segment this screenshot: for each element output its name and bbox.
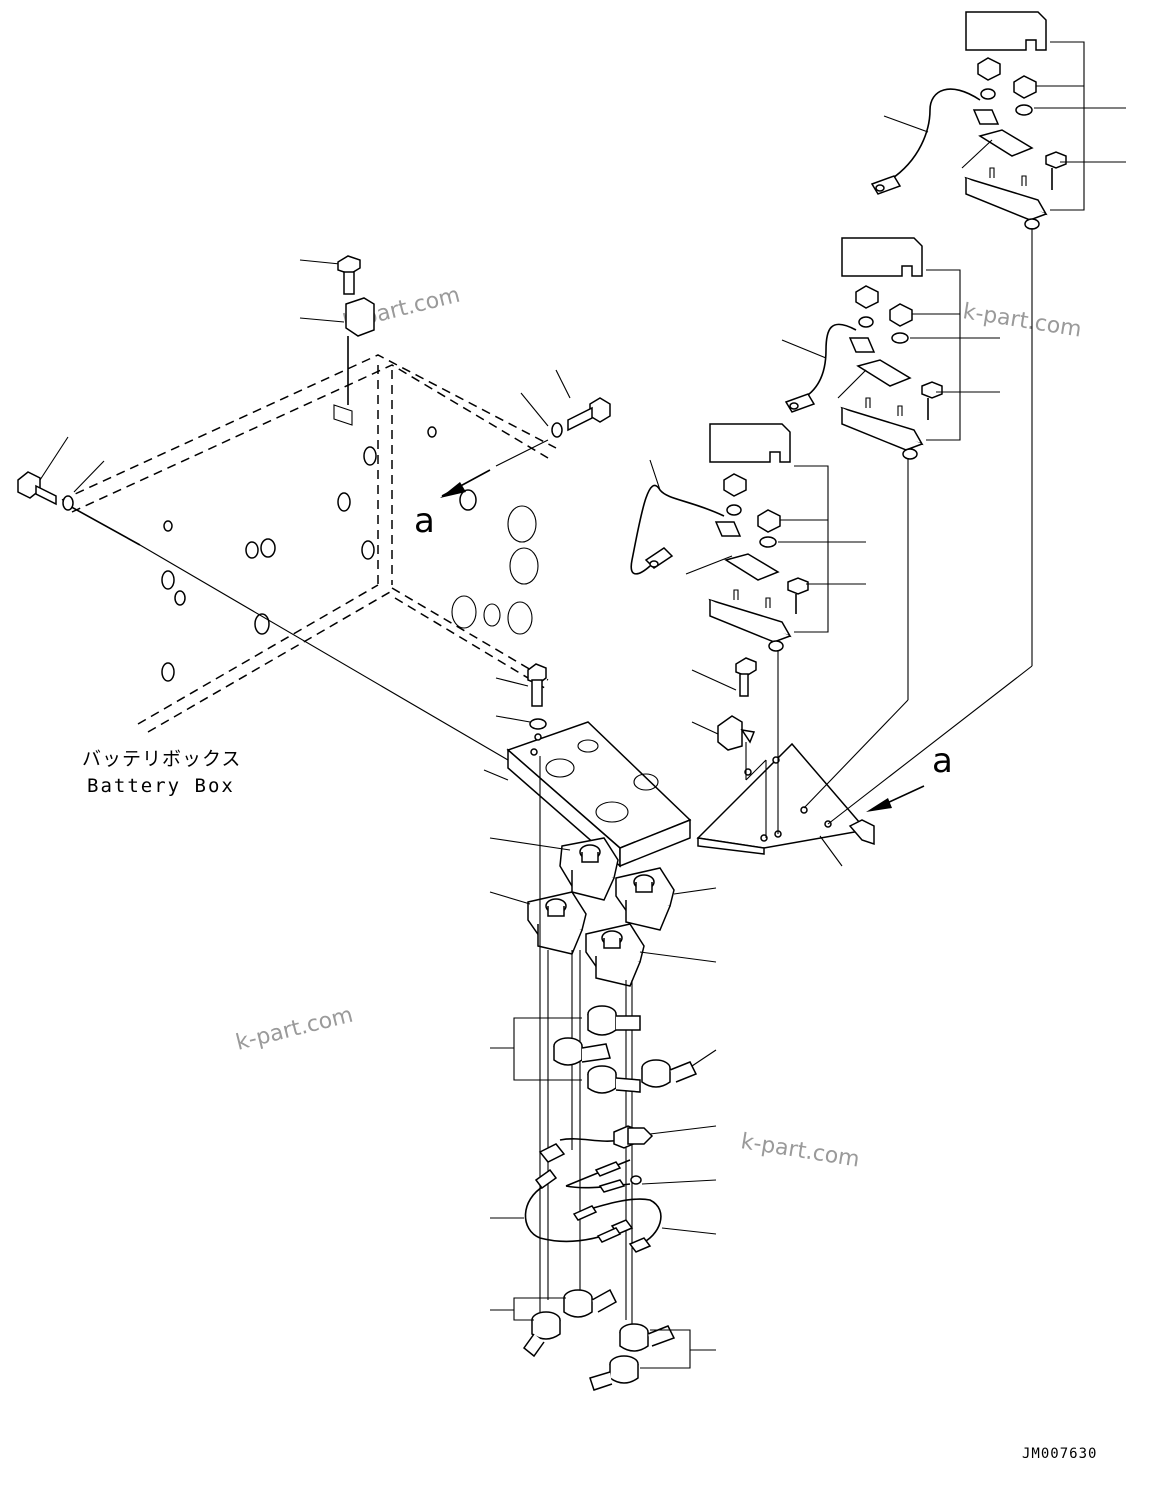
watermark: k-part.com xyxy=(233,1003,355,1056)
view-arrow-a-right: a xyxy=(866,741,953,812)
drawing-id: JM007630 xyxy=(1022,1446,1097,1462)
view-marker-a: a xyxy=(414,501,435,541)
box-bolt-left xyxy=(17,436,141,546)
mount-clip-top xyxy=(299,255,375,405)
fuse-holder-3 xyxy=(630,423,866,834)
view-arrow-a: a xyxy=(414,469,491,541)
wire-harness xyxy=(490,1125,717,1253)
watermark: k-part.com xyxy=(961,299,1083,342)
box-bolt-right xyxy=(495,369,611,467)
relay-mount-plate xyxy=(696,742,875,867)
terminal-boot-group-lower xyxy=(490,1288,716,1391)
battery-box-label-en: Battery Box xyxy=(87,775,235,797)
battery-box-label-jp: バッテリボックス xyxy=(82,748,241,770)
fuse-holder-1 xyxy=(827,11,1126,825)
plate-bolt xyxy=(495,663,547,730)
battery-box xyxy=(61,354,557,733)
fuse-mount-plate xyxy=(139,544,692,868)
fuse-holder-2 xyxy=(781,237,1000,809)
terminal-boot-group-upper xyxy=(490,1005,717,1094)
watermark: k-part.com xyxy=(739,1129,861,1172)
relay-group xyxy=(489,837,717,987)
view-marker-a-right: a xyxy=(932,741,953,781)
mount-clip-lower xyxy=(691,657,767,838)
